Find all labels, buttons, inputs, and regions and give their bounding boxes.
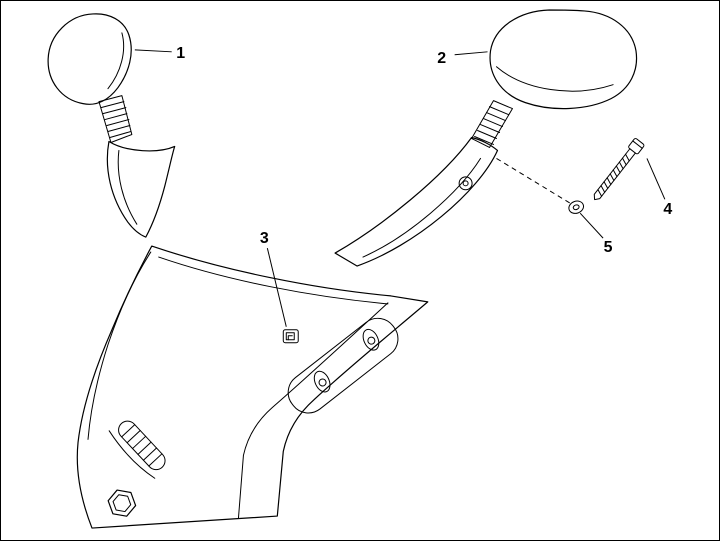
cover-main-crease <box>237 302 389 519</box>
callout-label-5: 5 <box>604 239 613 256</box>
right-mirror-arm-outline <box>334 136 499 267</box>
thread <box>621 157 627 166</box>
vent-ribs <box>121 424 163 467</box>
left-mirror-stem-outline <box>98 95 133 143</box>
leader-line-3 <box>266 247 287 327</box>
leader-line-2 <box>454 51 488 56</box>
clip-tab <box>287 335 293 341</box>
leader-line-5 <box>579 212 604 239</box>
vent-slot <box>118 420 166 471</box>
cover-outline <box>76 245 429 529</box>
right-mirror-glass-outline <box>489 9 638 110</box>
callout-label-2: 2 <box>437 50 446 67</box>
vent-rib <box>121 424 136 438</box>
left-mirror-stem-ribs <box>100 101 132 138</box>
hex-inner <box>112 494 132 513</box>
screw-threads <box>597 153 630 197</box>
right-mirror-stem-ribs <box>474 106 509 145</box>
thread <box>618 161 624 170</box>
rib <box>474 135 495 145</box>
callout-label-3: 3 <box>260 230 269 247</box>
rib <box>477 130 497 139</box>
rib <box>480 124 500 134</box>
panel-outline <box>287 317 399 414</box>
cover-left-fold-line <box>87 251 152 440</box>
cover-vent <box>108 420 166 479</box>
thread <box>597 189 603 197</box>
thread <box>600 185 606 193</box>
vent-rib <box>132 435 147 450</box>
rib <box>106 119 130 127</box>
right-mirror-glass-crease <box>495 66 614 92</box>
boss-oval <box>313 370 331 393</box>
vent-rib <box>137 441 152 455</box>
right-mirror-arm-grommet-inner <box>462 180 469 187</box>
hex-outer <box>107 489 137 517</box>
left-mirror-arm-outline <box>106 140 176 238</box>
boss-hole <box>318 378 327 387</box>
callouts: 1 2 3 4 5 <box>134 45 672 327</box>
right-mirror <box>334 9 638 267</box>
handlebar-front-cover <box>76 245 429 529</box>
thread <box>606 177 612 185</box>
rib <box>486 112 506 122</box>
vent-rib <box>126 429 141 444</box>
callout-label-4: 4 <box>663 201 672 218</box>
screw <box>593 138 645 201</box>
rib <box>489 106 509 116</box>
thread <box>615 165 621 174</box>
rib <box>102 107 127 115</box>
leader-line-4 <box>646 158 666 200</box>
left-mirror-arm-inner-line <box>117 149 138 225</box>
boss-oval <box>362 328 380 351</box>
thread <box>625 153 630 162</box>
boss-hole <box>367 336 376 345</box>
cover-rim-inner-line <box>158 256 389 305</box>
fixing-clip <box>282 329 299 344</box>
rib <box>100 101 125 109</box>
screw-head-line <box>632 140 643 149</box>
cover-hex-fastener <box>107 489 137 517</box>
screw-shaft-outline <box>593 148 636 201</box>
right-mirror-stem-outline <box>471 100 513 148</box>
thread <box>609 173 615 182</box>
callout-label-1: 1 <box>176 45 185 62</box>
clip-body <box>282 329 299 344</box>
washer-hole <box>572 204 580 211</box>
cover-recessed-panel <box>287 317 399 414</box>
rib <box>104 113 128 121</box>
clip-inner-fold <box>285 332 295 341</box>
right-mirror-arm-inner-line <box>362 157 482 258</box>
cover-boss-lower <box>313 370 331 393</box>
vent-parallel-line <box>108 430 156 479</box>
vent-rib <box>142 447 158 461</box>
rib <box>109 131 132 138</box>
leader-line-1 <box>134 49 172 53</box>
washer-outer <box>568 200 585 214</box>
washer <box>568 200 585 214</box>
vent-rib <box>148 453 163 467</box>
rib <box>483 118 503 128</box>
left-mirror <box>47 13 176 238</box>
screw-head <box>628 138 645 155</box>
assembly-dashed-line <box>496 157 571 204</box>
thread <box>603 181 609 189</box>
left-mirror-glass-outline <box>47 13 132 105</box>
right-mirror-arm-grommet-outer <box>458 176 473 191</box>
left-mirror-glass-crease <box>107 32 125 90</box>
thread <box>612 169 618 178</box>
rib <box>107 125 131 133</box>
cover-boss-upper <box>362 328 380 351</box>
